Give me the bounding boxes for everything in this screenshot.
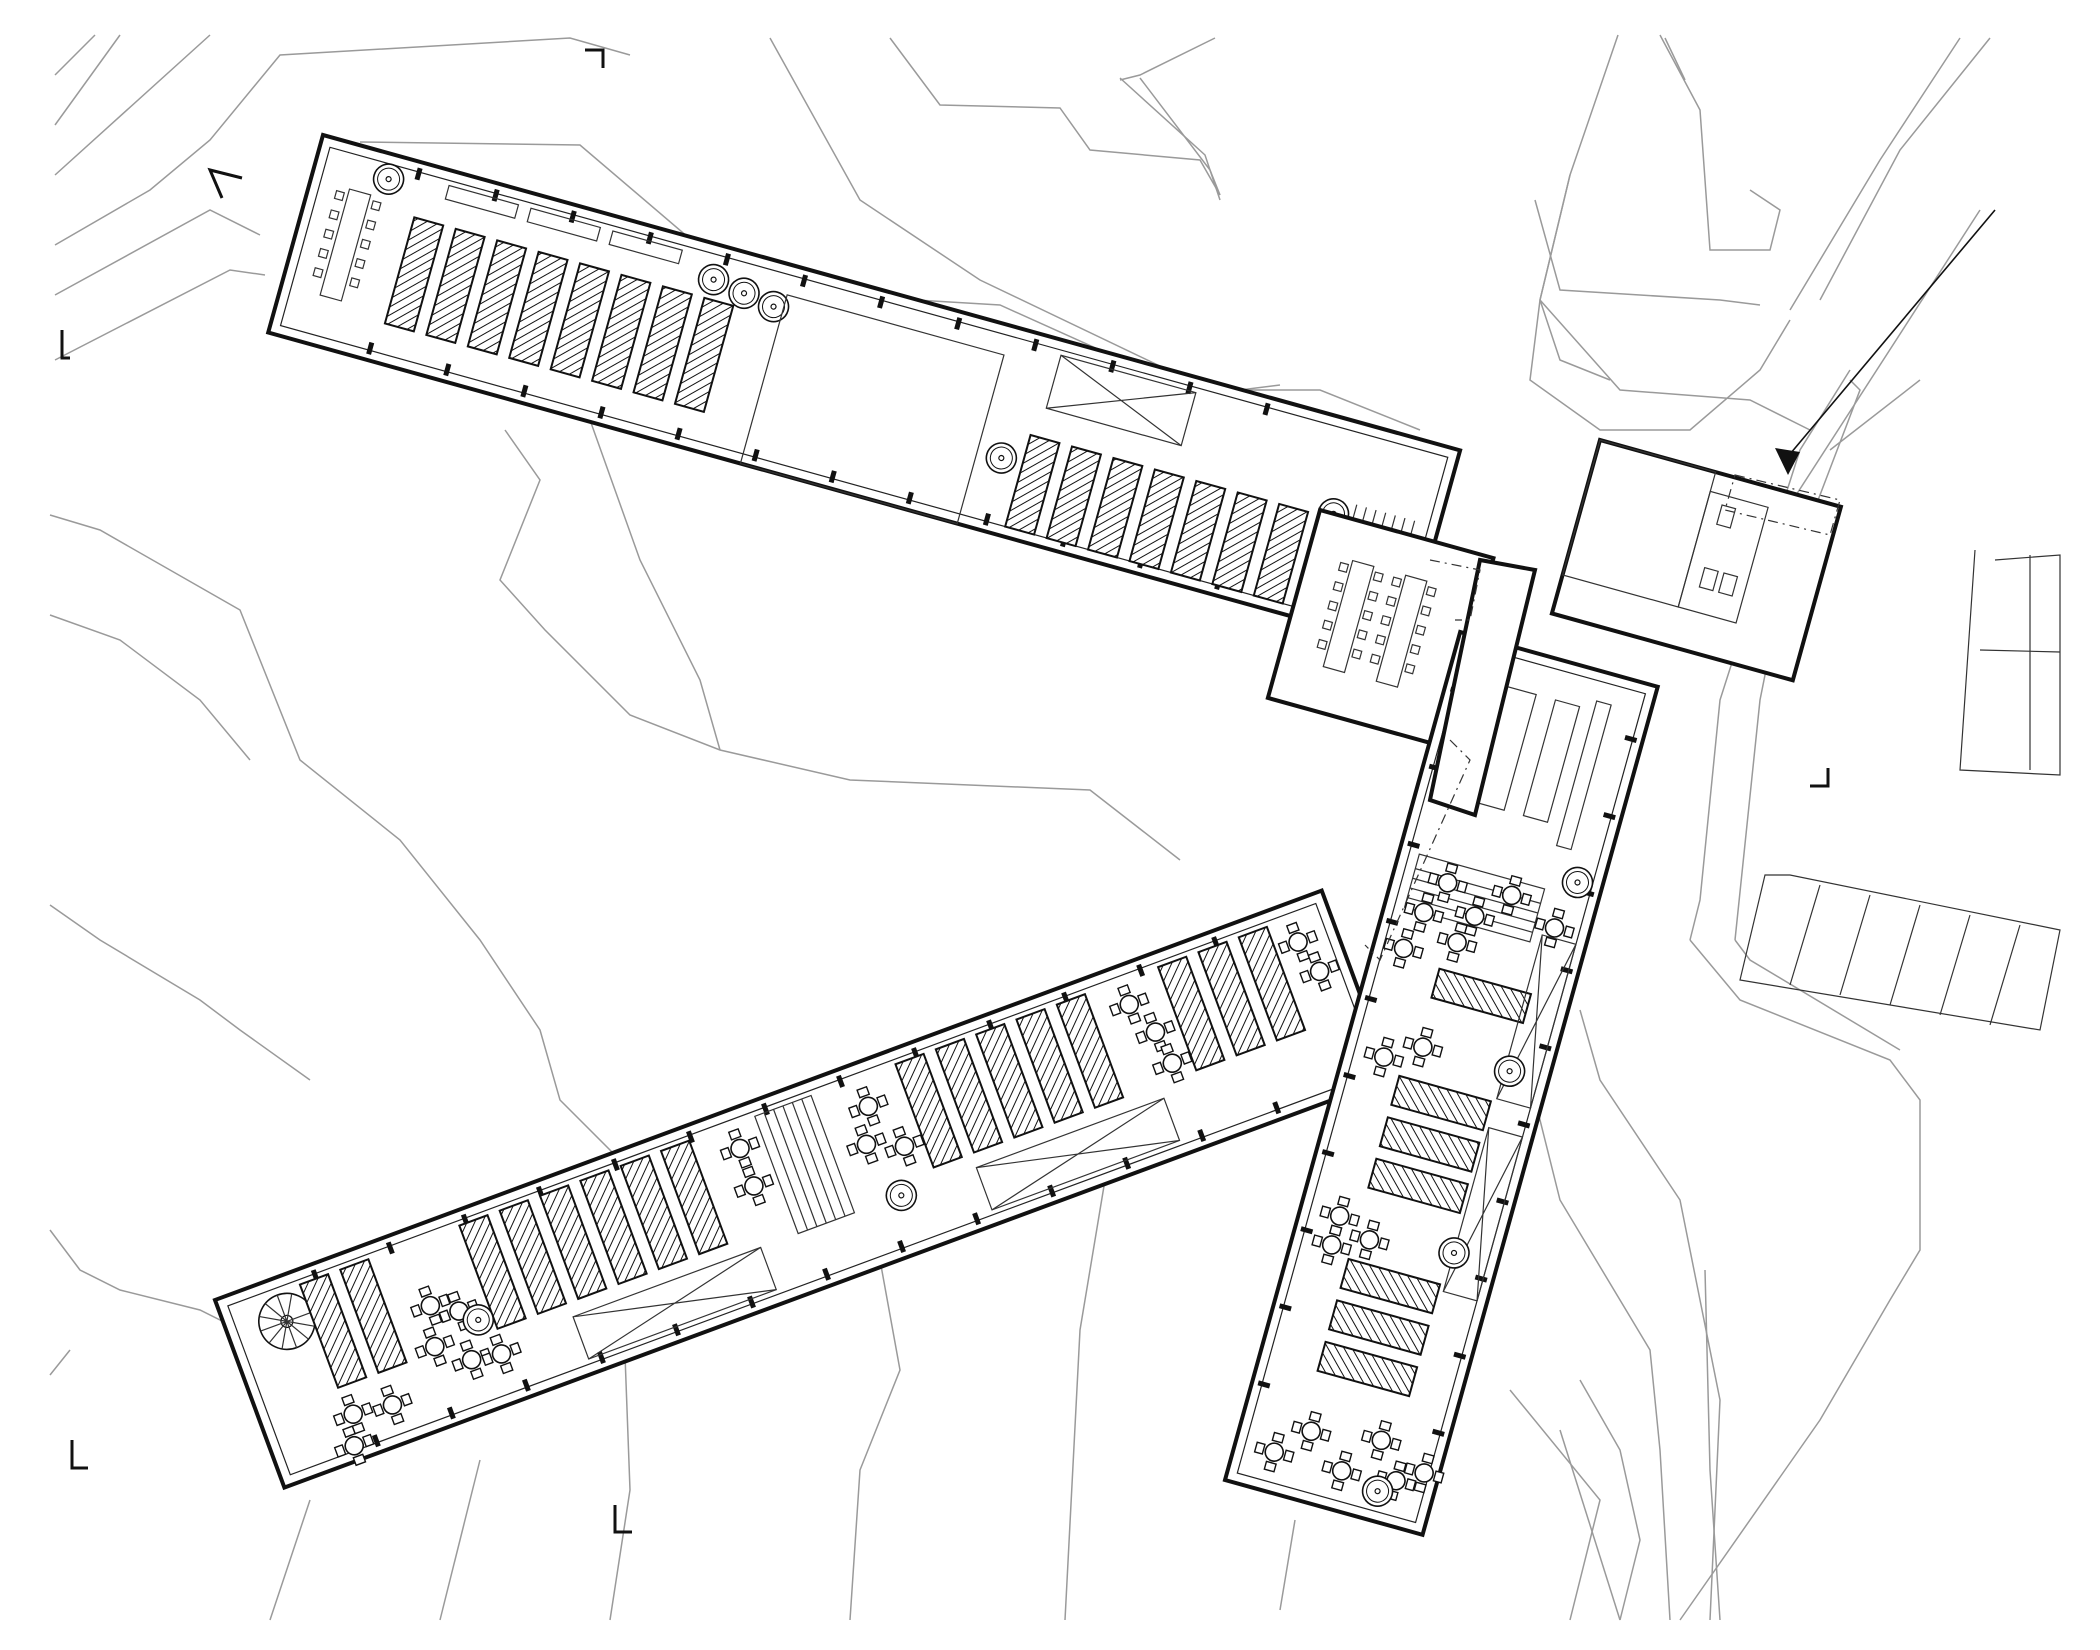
contour-line [1704, 1269, 1721, 1621]
hatched-slab [1003, 433, 1061, 536]
hatched-slab [1169, 479, 1227, 582]
hatched-slab [1378, 1116, 1481, 1173]
contour-line [49, 614, 251, 761]
hatched-slab [1156, 955, 1226, 1072]
hatched-slab [590, 273, 652, 391]
contour-line [609, 1354, 631, 1621]
contour-line [1529, 34, 1791, 431]
contour-line [1539, 174, 1611, 381]
hatched-slab [549, 262, 611, 379]
hatched-slab [1086, 456, 1144, 559]
contour-line [49, 1229, 241, 1331]
contour-line [589, 419, 721, 751]
hatched-slab [1045, 445, 1103, 548]
hatched-slab [579, 1169, 648, 1286]
contour-line [1664, 37, 1686, 81]
parking-bay [1739, 549, 2061, 1031]
hatched-slab [974, 1022, 1044, 1139]
contour-line [1579, 1009, 1721, 1621]
hatched-slab [383, 216, 445, 333]
hatched-slab [894, 1052, 964, 1169]
hatched-slab [1339, 1257, 1442, 1315]
hatched-slab [466, 239, 528, 356]
hatched-slab [619, 1154, 689, 1271]
contour-line [1539, 299, 1811, 431]
contour-line [1819, 37, 1991, 301]
contour-line [769, 37, 1421, 431]
hatched-slab [1055, 992, 1125, 1110]
hatched-slab [458, 1213, 527, 1331]
section-mark-icon [60, 48, 1830, 1534]
hatched-slab [1367, 1157, 1470, 1215]
contour-line [1579, 1379, 1641, 1621]
contour-line [54, 37, 631, 246]
hatched-slab [1390, 1074, 1493, 1132]
hatched-slab [1197, 940, 1267, 1057]
hatched-slab [1211, 491, 1268, 594]
contour-line [49, 514, 621, 1161]
contour-line [54, 34, 211, 176]
contour-line [1679, 939, 1921, 1621]
hatched-slab [632, 285, 694, 402]
contour-line [54, 269, 266, 361]
contour-line [889, 37, 1221, 196]
corridor [1427, 557, 1538, 818]
contour-line [1789, 37, 1961, 311]
hatched-slab [507, 250, 569, 368]
contour-line [1559, 1429, 1621, 1621]
hatched-slab [298, 1272, 368, 1390]
contour-line [1279, 1519, 1296, 1611]
contour-line [49, 904, 311, 1081]
contour-line [1119, 37, 1216, 81]
hatched-slab [673, 296, 735, 414]
hatched-slab [538, 1184, 608, 1301]
contour-line [1139, 77, 1221, 196]
south-west-wing [212, 888, 1394, 1491]
hatched-slab [934, 1037, 1004, 1154]
hatched-slab [425, 227, 486, 345]
contour-line [439, 1459, 481, 1621]
hatched-slab [1015, 1007, 1085, 1124]
contour-line [499, 429, 1181, 861]
entrance-arrow-icon [1775, 209, 1996, 475]
contour-line [49, 1349, 71, 1376]
north-west-wing [265, 132, 1463, 651]
east-wing [1222, 629, 1661, 1538]
hatched-slab [1128, 468, 1186, 571]
hatched-slab [498, 1198, 568, 1316]
hatched-slab [1316, 1340, 1419, 1398]
hatched-slab [1237, 925, 1307, 1042]
contour-line [1534, 199, 1761, 306]
contour-line [1734, 939, 1901, 1051]
contour-line [269, 1499, 311, 1621]
contour-line [1529, 1079, 1671, 1621]
spiral-stair-icon [258, 1292, 316, 1351]
contour-line [1659, 34, 1781, 251]
hatched-slab [1252, 502, 1310, 605]
contour-line [1829, 379, 1921, 451]
hatched-slab [1327, 1299, 1430, 1356]
contour-line [1119, 77, 1221, 201]
contour-line [54, 34, 96, 76]
contour-line [1509, 1389, 1601, 1621]
link-building [1549, 437, 1844, 683]
hatched-slab [338, 1257, 408, 1375]
contour-line [1779, 209, 1981, 521]
hatched-slab [1430, 967, 1533, 1025]
terrain-contours [49, 34, 1991, 1621]
contour-line [54, 34, 121, 126]
hatched-slab [659, 1139, 729, 1256]
contour-line [54, 209, 261, 296]
